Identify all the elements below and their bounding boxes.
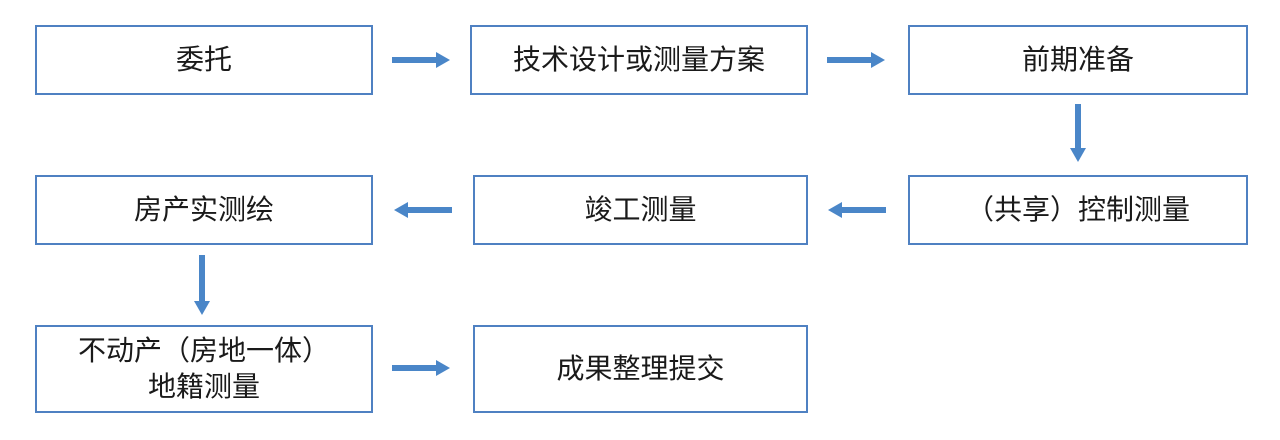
node-completion-label: 竣工测量 [584,193,697,226]
node-results: 成果整理提交 [473,325,808,413]
arrow-left-icon [828,202,886,218]
arrow-right-icon [827,52,885,68]
node-house: 房产实测绘 [35,175,373,245]
node-house-label: 房产实测绘 [133,193,274,226]
node-control: （共享）控制测量 [908,175,1248,245]
arrow-down-icon [194,255,210,315]
node-cadastral-label-line2: 地籍测量 [147,370,260,403]
node-entrust: 委托 [35,25,373,95]
node-control-label: （共享）控制测量 [965,193,1190,226]
node-design-label: 技术设计或测量方案 [512,43,765,76]
arrow-down-icon [1070,104,1086,162]
node-cadastral-label-line1: 不动产（房地一体） [77,334,330,367]
node-design: 技术设计或测量方案 [470,25,808,95]
arrow-right-icon [392,52,450,68]
node-results-label: 成果整理提交 [556,352,725,385]
node-prep-label: 前期准备 [1021,43,1134,76]
node-cadastral: 不动产（房地一体） 地籍测量 [35,325,373,413]
arrow-right-icon [392,360,450,376]
node-completion: 竣工测量 [473,175,808,245]
node-entrust-label: 委托 [175,43,232,76]
arrow-left-icon [394,202,452,218]
node-prep: 前期准备 [908,25,1248,95]
